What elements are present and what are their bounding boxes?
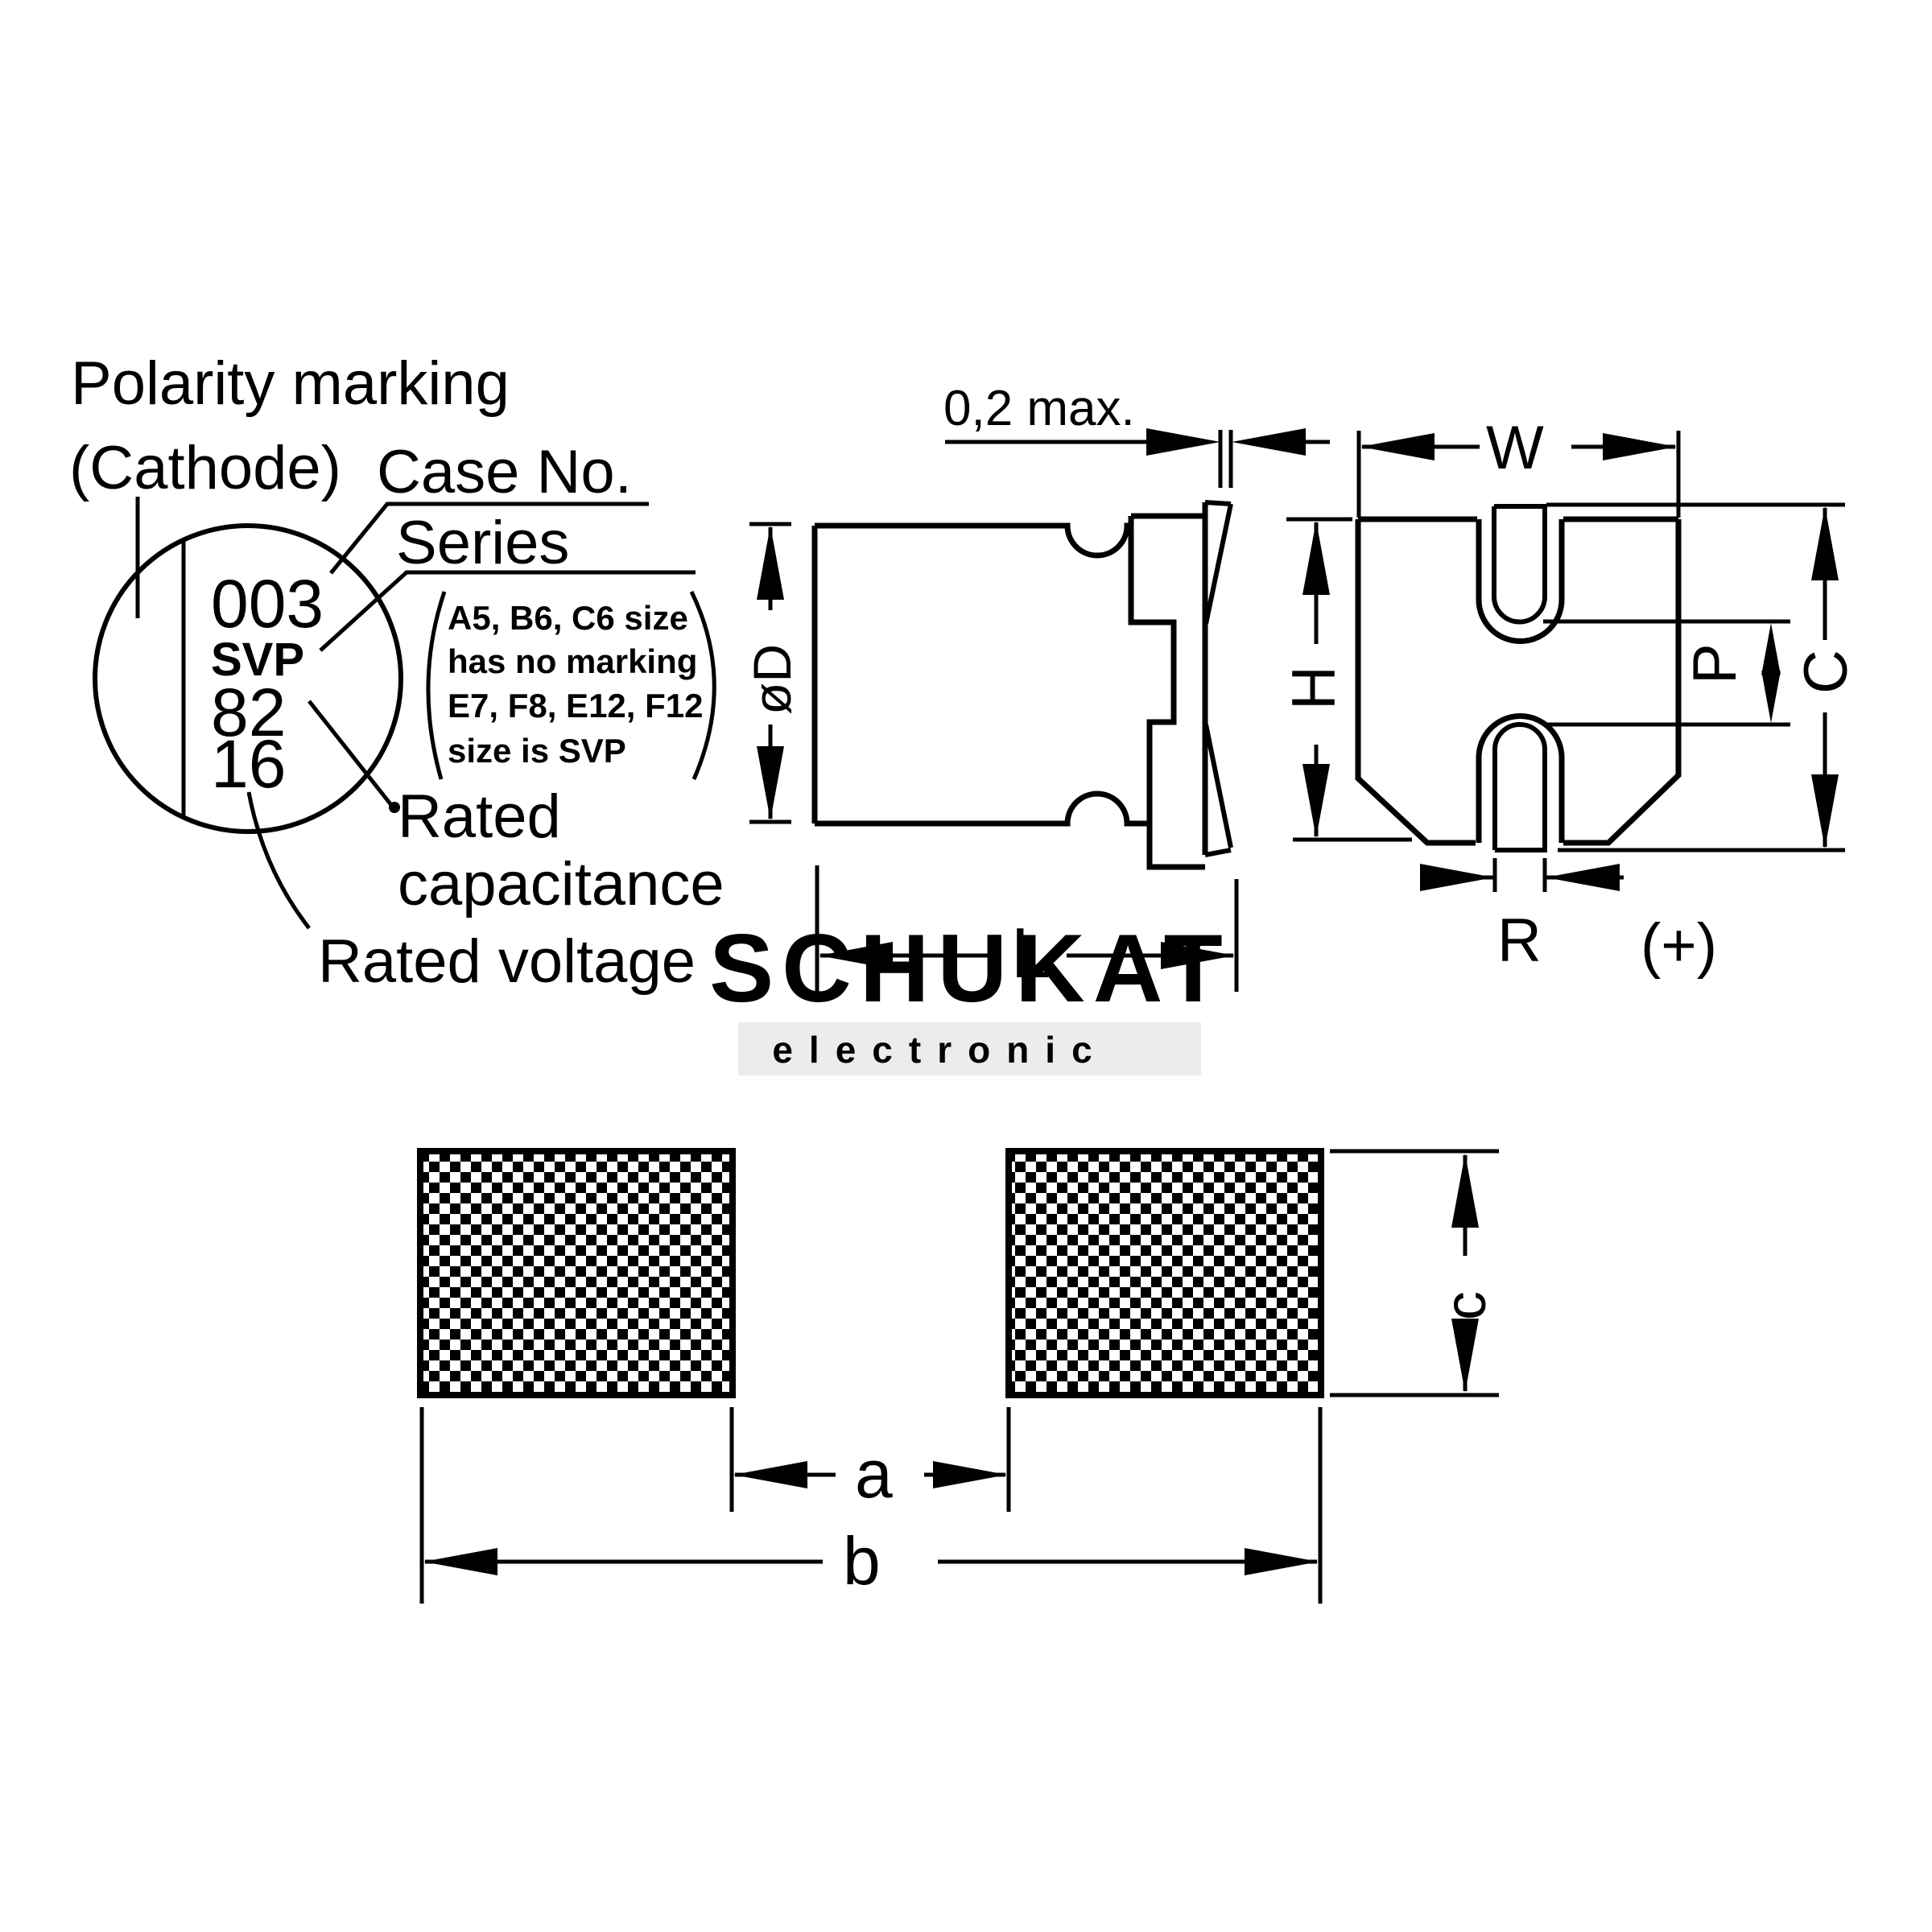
body-bottom-edge: [815, 791, 1150, 827]
body-top-edge: [815, 522, 1131, 559]
series-label: Series: [396, 509, 569, 577]
note-line-3: E7, F8, E12, F12: [448, 687, 704, 724]
bv-right-edge: [1563, 519, 1682, 846]
note-paren-left: [426, 591, 447, 780]
land-pad-right: [1005, 1148, 1324, 1398]
dim-overall-c: C: [1546, 502, 1860, 852]
marking-voltage-code: 16: [211, 726, 286, 802]
case-no-leader: [329, 502, 649, 575]
lead-width-dim-label: R: [1497, 906, 1542, 975]
note-line-4: size is SVP: [448, 732, 626, 770]
dim-length: L: [815, 865, 1239, 993]
diameter-dim-label: øD: [742, 644, 802, 715]
width-dim-label: W: [1486, 414, 1544, 482]
dim-pad-gap-a: a: [729, 1407, 1011, 1512]
pad-gap-dim-label: a: [855, 1436, 893, 1512]
rated-capacitance-label-2: capacitance: [398, 850, 724, 919]
overall-width-dim-label: b: [843, 1523, 881, 1599]
polarity-marking-label: Polarity marking: [71, 349, 510, 418]
length-dim-label: L: [1011, 913, 1051, 993]
watermark-subtitle: electronic: [772, 1029, 1108, 1071]
marking-series-code: SVP: [211, 634, 304, 686]
side-view: 0,2 max. øD L: [742, 381, 1330, 993]
rated-voltage-leader: [246, 791, 311, 930]
dim-gap-02max: 0,2 max.: [943, 381, 1330, 488]
series-leader: [319, 570, 696, 652]
dim-diameter: øD: [742, 522, 802, 824]
capacitor-top-circle: [93, 523, 403, 834]
rated-capacitance-leader: [308, 700, 393, 807]
watermark-brand: SCHUKAT: [709, 914, 1231, 1022]
land-pattern: c a b: [417, 1148, 1499, 1604]
dim-height: H: [1280, 517, 1412, 842]
note-line-2: has no marking: [448, 642, 697, 680]
marking-capacitance-code: 82: [211, 675, 286, 750]
gap-dim-label: 0,2 max.: [943, 381, 1135, 436]
dim-lead-width: R: [1420, 858, 1624, 975]
height-dim-label: H: [1280, 666, 1348, 710]
note-paren-right: [689, 590, 716, 780]
marking-case-code: 003: [211, 566, 324, 642]
watermark-band: [738, 1022, 1201, 1075]
watermark: SCHUKAT electronic: [709, 914, 1231, 1075]
seating-plate: [1202, 500, 1233, 857]
rated-capacitance-label-1: Rated: [398, 782, 561, 851]
dim-pitch: P: [1543, 619, 1790, 727]
case-no-label: Case No.: [377, 438, 632, 506]
dim-width: W: [1356, 414, 1681, 518]
overall-dim-label: C: [1792, 650, 1860, 694]
terminal-top: [1476, 504, 1565, 644]
anode-plus-mark: (+): [1641, 911, 1717, 980]
land-pad-left: [417, 1148, 736, 1398]
bv-left-edge: [1355, 519, 1476, 846]
pad-height-dim-label: c: [1434, 1291, 1498, 1320]
size-note: A5, B6, C6 size has no marking E7, F8, E…: [426, 590, 716, 780]
rated-voltage-label: Rated voltage: [318, 927, 696, 996]
marking-view: Polarity marking (Cathode) Case No. Seri…: [69, 349, 724, 996]
note-line-1: A5, B6, C6 size: [448, 599, 688, 637]
dim-overall-b: b: [419, 1407, 1323, 1604]
cathode-label: (Cathode): [69, 434, 341, 502]
pitch-dim-label: P: [1681, 643, 1749, 684]
terminal-bottom: [1476, 713, 1565, 852]
leader-dot: [389, 802, 400, 813]
dim-pad-height-c: c: [1330, 1149, 1499, 1397]
bottom-view: W H C P: [1280, 414, 1860, 980]
leadframe-right-profile: [1128, 516, 1205, 870]
